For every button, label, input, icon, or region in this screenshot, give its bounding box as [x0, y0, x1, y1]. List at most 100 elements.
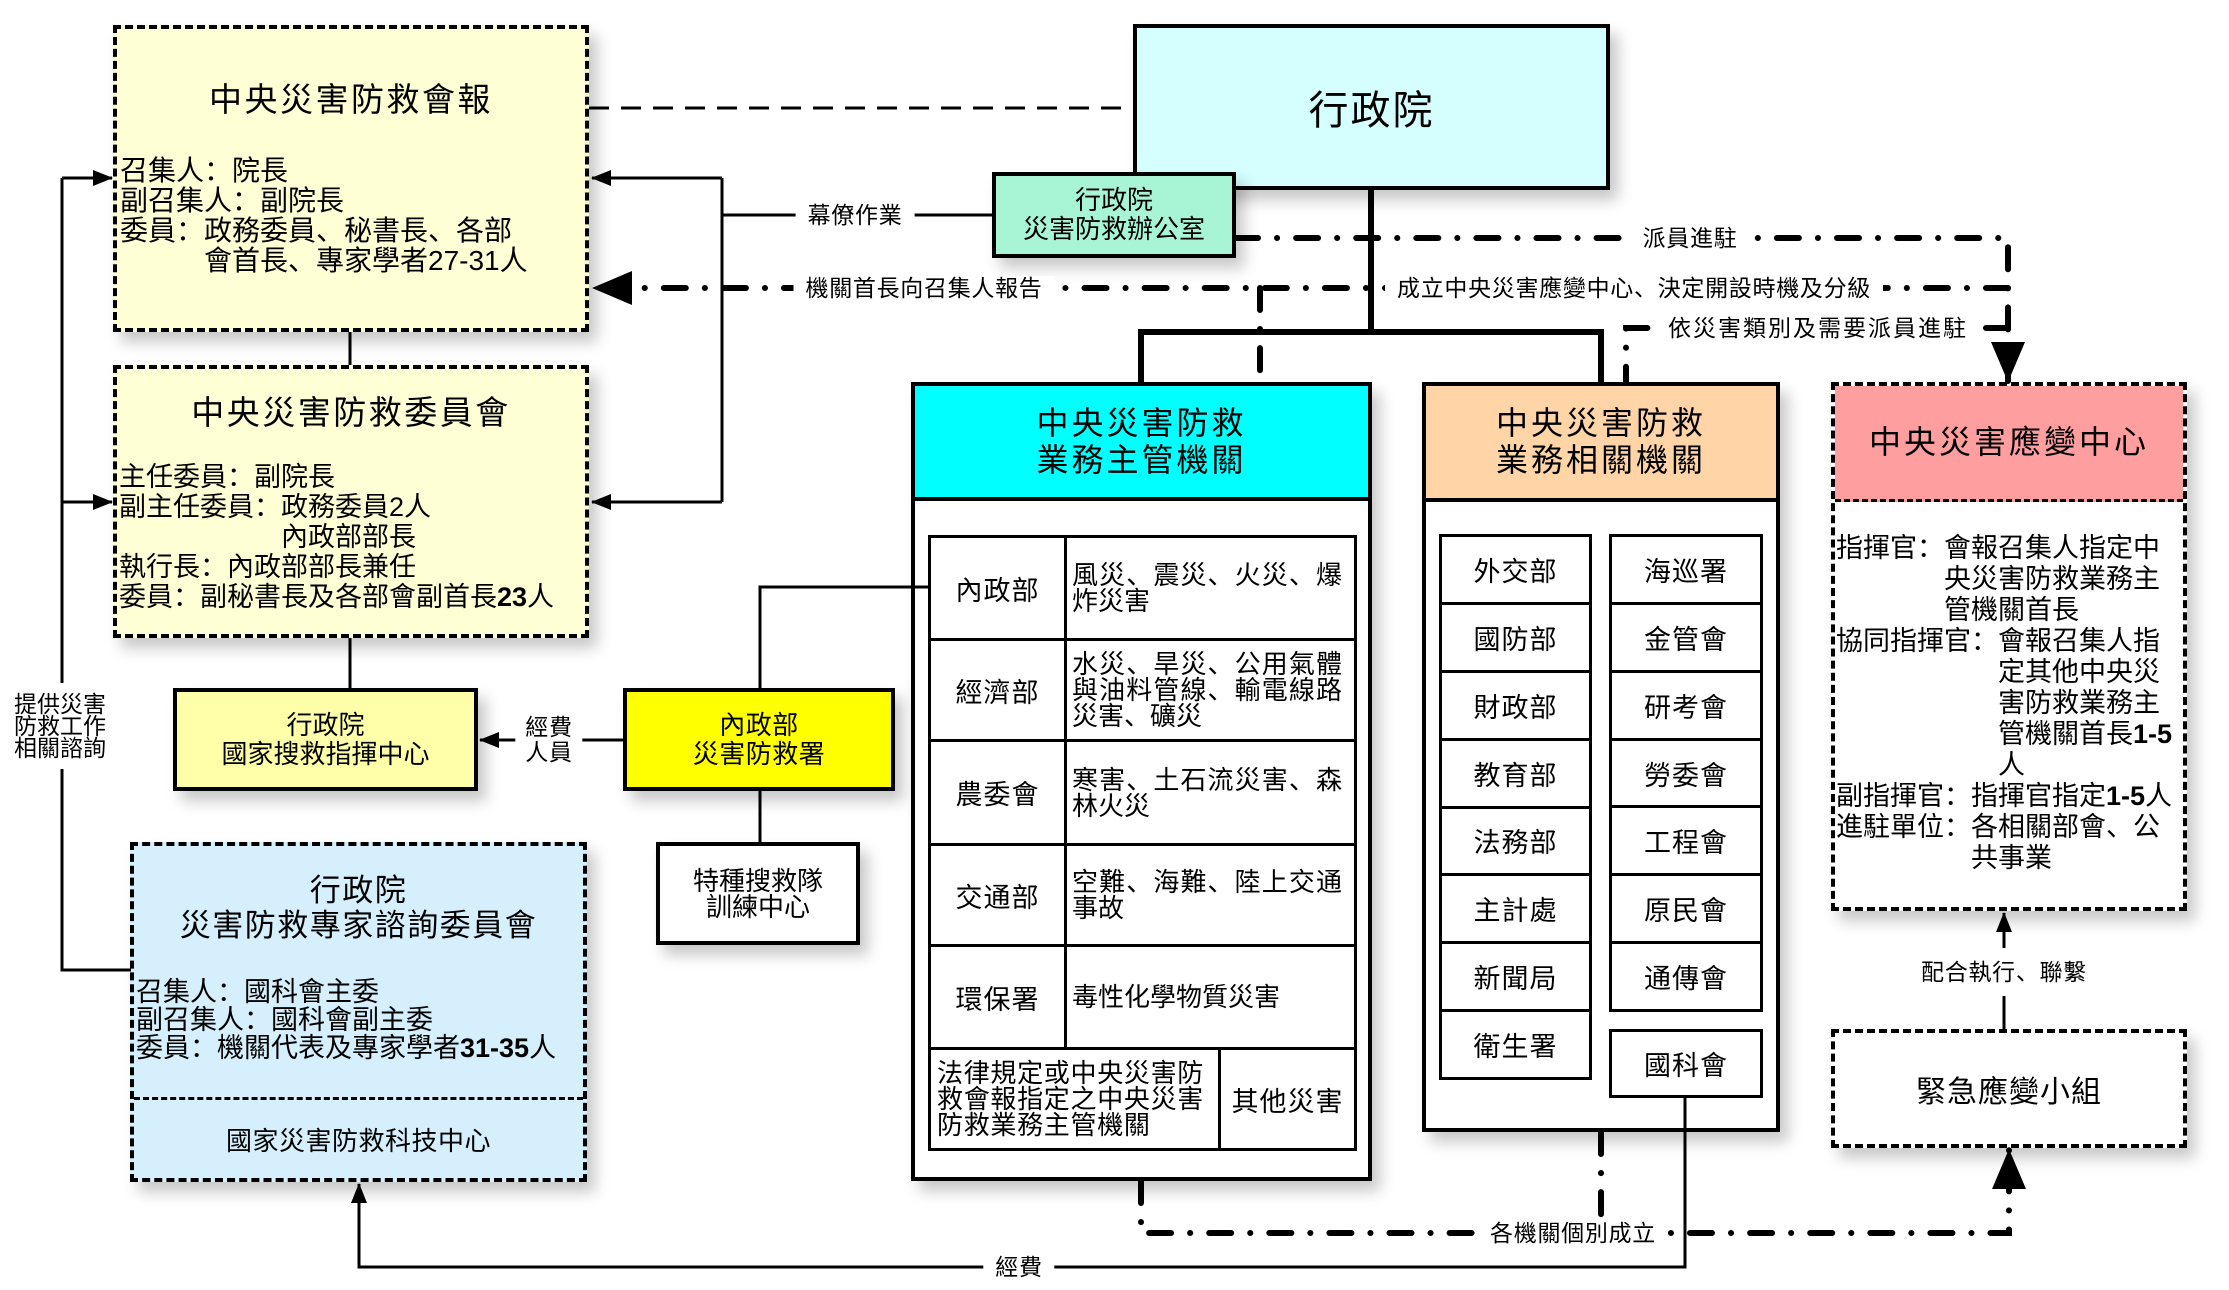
member-value-suffix: 人 [527, 582, 555, 612]
emergency-operation-center-header: 中央災害應變中心 [1835, 386, 2183, 502]
role-count: 1-5 [2106, 781, 2146, 811]
coordinate-label: 配合執行、聯繫 [1915, 948, 2093, 996]
table-row: 法律規定或中央災害防救會報指定之中央災害防救業務主管機關 其他災害 [928, 1047, 1358, 1151]
member-row: 執行長： 內政部部長兼任 [119, 552, 585, 582]
role-row: 指揮官： 會報召集人指定中央災害防救業務主管機關首長 [1836, 533, 2176, 626]
advisory-label: 提供災害 防救工作 相關諮詢 [14, 683, 106, 769]
disaster-office-line2: 災害防救辦公室 [1022, 214, 1205, 244]
related-agencies-right-column: 海巡署 金管會 研考會 勞委會 工程會 原民會 通傳會 [1609, 534, 1763, 1012]
list-item: 外交部 [1473, 556, 1558, 587]
role-value-text: 會報召集人指定其他中央災害防救業務主管機關首長 [1998, 626, 2160, 749]
emergency-operation-center-box: 中央災害應變中心 指揮官： 會報召集人指定中央災害防救業務主管機關首長 協同指揮… [1831, 382, 2187, 911]
table-row: 環保署 毒性化學物質災害 [928, 944, 1358, 1050]
related-agencies-title-line1: 中央災害防救 [1495, 405, 1706, 441]
member-value: 國科會主委 [244, 977, 379, 1007]
related-agencies-header: 中央災害防救 業務相關機關 [1426, 386, 1776, 502]
member-label: 主任委員： [119, 462, 254, 492]
search-rescue-center-line2: 國家搜救指揮中心 [221, 738, 430, 769]
special-training-center-box: 特種搜救隊 訓練中心 [656, 842, 860, 945]
list-item: 工程會 [1612, 805, 1760, 873]
member-count: 31-35 [460, 1033, 530, 1063]
list-item: 財政部 [1442, 669, 1589, 738]
list-item: 主計處 [1442, 873, 1589, 941]
disaster-types-cell: 毒性化學物質災害 [1063, 944, 1358, 1050]
role-label: 協同指揮官： [1836, 626, 1998, 656]
list-item: 研考會 [1612, 669, 1760, 738]
connector-agency-to-moi-row [758, 585, 929, 688]
member-count: 23 [497, 582, 528, 612]
advisory-label-line: 相關諮詢 [14, 735, 106, 761]
disaster-types-cell: 其他災害 [1217, 1047, 1358, 1151]
disaster-office-line1: 行政院 [1074, 185, 1153, 215]
disaster-prevention-agency-box: 內政部 災害防救署 [623, 688, 895, 791]
emergency-response-team-box: 緊急應變小組 [1831, 1029, 2187, 1148]
table-row: 農委會 寒害、土石流災害、森林火災 [928, 739, 1358, 846]
list-item: 通傳會 [1612, 941, 1760, 1009]
member-value: 政務委員、秘書長、各部會首長、專家學者27-31人 [204, 215, 528, 276]
table-row: 內政部 風災、震災、火災、爆炸災害 [928, 535, 1358, 641]
related-agencies-left-column: 外交部 國防部 財政部 教育部 法務部 主計處 新聞局 衛生署 [1439, 534, 1592, 1080]
role-row: 進駐單位： 各相關部會、公共事業 [1836, 812, 2176, 874]
expert-committee-members: 召集人： 國科會主委 副召集人： 國科會副主委 委員： 機關代表及專家學者31-… [136, 978, 581, 1062]
expert-committee-title: 行政院 災害防救專家諮詢委員會 [134, 873, 583, 943]
role-value: 會報召集人指定其他中央災害防救業務主管機關首長1-5人 [1998, 626, 2176, 781]
member-value-suffix: 人 [529, 1033, 557, 1063]
role-label: 進駐單位： [1836, 812, 1971, 842]
disaster-prevention-agency-line1: 內政部 [719, 709, 799, 740]
emergency-operation-center-title: 中央災害應變中心 [1868, 424, 2149, 460]
disaster-prevention-agency-line2: 災害防救署 [692, 738, 826, 769]
member-label: 副召集人： [136, 1005, 271, 1035]
central-committee-members: 主任委員： 副院長 副主任委員： 政務委員2人 內政部部長 執行長： 內政部部長… [119, 462, 585, 612]
search-rescue-center-line1: 行政院 [286, 709, 365, 740]
member-row: 副召集人： 國科會副主委 [136, 1006, 581, 1034]
related-agencies-box: 中央災害防救 業務相關機關 外交部 國防部 財政部 教育部 法務部 主計處 新聞… [1422, 382, 1780, 1132]
advisory-label-line: 防救工作 [14, 713, 106, 739]
member-value: 國科會副主委 [271, 1005, 433, 1035]
member-row: 委員： 政務委員、秘書長、各部會首長、專家學者27-31人 [120, 216, 534, 276]
agency-cell: 農委會 [928, 739, 1067, 846]
role-value-text: 指揮官指定 [1971, 781, 2106, 811]
list-item: 海巡署 [1644, 556, 1728, 587]
role-row: 副指揮官： 指揮官指定1-5人 [1836, 781, 2176, 812]
nsc-box: 國科會 [1609, 1029, 1763, 1098]
role-label: 指揮官： [1836, 533, 1944, 563]
agency-cell: 環保署 [928, 944, 1067, 1050]
role-count: 1-5 [2133, 719, 2173, 749]
expert-committee-title-line1: 行政院 [309, 873, 408, 908]
member-value: 副秘書長及各部會副首長23人 [200, 582, 585, 612]
staff-work-label: 幕僚作業 [795, 203, 915, 227]
funding-personnel-label-line: 人員 [525, 739, 573, 765]
funding-personnel-label: 經費 人員 [515, 715, 583, 765]
member-value-text: 機關代表及專家學者 [217, 1033, 460, 1063]
list-item: 教育部 [1442, 737, 1589, 806]
list-item: 法務部 [1442, 805, 1589, 874]
member-value: 院長 [232, 155, 289, 186]
competent-authorities-title-line1: 中央災害防救 [1036, 404, 1247, 441]
list-item: 國防部 [1442, 601, 1589, 670]
central-committee-title: 中央災害防救委員會 [191, 394, 511, 431]
executive-yuan-label: 行政院 [1308, 89, 1435, 133]
member-value: 內政部部長兼任 [227, 552, 416, 582]
list-item: 金管會 [1612, 601, 1760, 670]
member-label: 委員： [120, 215, 205, 246]
table-row: 經濟部 水災、旱災、公用氣體與油料管線、輸電線路災害、礦災 [928, 638, 1358, 742]
member-row: 委員： 副秘書長及各部會副首長23人 [119, 582, 585, 612]
member-row: 委員： 機關代表及專家學者31-35人 [136, 1034, 581, 1062]
establish-center-label: 成立中央災害應變中心、決定開設時機及分級 [1385, 276, 1883, 300]
special-training-center-line2: 訓練中心 [705, 891, 810, 922]
report-to-convener-label: 機關首長向召集人報告 [793, 276, 1055, 300]
science-tech-center-label: 國家災害防救科技中心 [225, 1125, 491, 1156]
role-value: 各相關部會、公共事業 [1971, 812, 2160, 873]
member-label: 副主任委員： [119, 492, 281, 522]
member-label: 委員： [119, 582, 200, 612]
member-row: 主任委員： 副院長 [119, 462, 585, 492]
central-committee-box: 中央災害防救委員會 主任委員： 副院長 副主任委員： 政務委員2人 內政部部長 … [113, 365, 589, 638]
search-rescue-center-box: 行政院 國家搜救指揮中心 [173, 688, 478, 791]
disaster-types-cell: 空難、海難、陸上交通事故 [1063, 843, 1358, 947]
science-tech-center-section: 國家災害防救科技中心 [134, 1097, 583, 1178]
member-row: 副召集人： 副院長 [120, 186, 534, 216]
disaster-types-cell: 水災、旱災、公用氣體與油料管線、輸電線路災害、礦災 [1063, 638, 1358, 742]
emergency-response-team-label: 緊急應變小組 [1916, 1075, 2102, 1109]
special-training-center-line1: 特種搜救隊 [692, 865, 823, 896]
